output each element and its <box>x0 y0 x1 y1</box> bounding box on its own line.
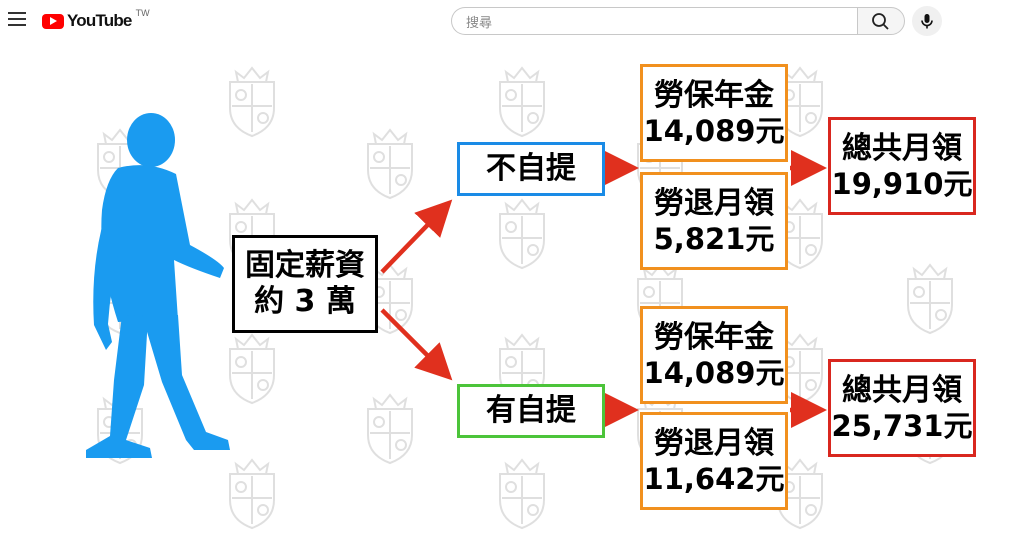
youtube-logo[interactable]: YouTube TW <box>42 8 150 34</box>
retirement-value: 11,642元 <box>643 461 785 496</box>
option-no-self-contribution: 不自提 <box>457 142 605 196</box>
voice-search-button[interactable] <box>912 6 942 36</box>
pension-box: 勞保年金 14,089元 <box>640 64 788 162</box>
search-box <box>451 7 857 36</box>
watermark-crest-icon <box>222 62 282 140</box>
video-frame[interactable]: 固定薪資 約 3 萬 不自提 勞保年金 14,089元 勞退月領 5,821元 … <box>0 44 1024 530</box>
pension-box: 勞保年金 14,089元 <box>640 306 788 404</box>
masthead: YouTube TW <box>0 0 1024 44</box>
option-label: 不自提 <box>486 151 576 186</box>
youtube-logo-icon <box>42 13 64 29</box>
total-box: 總共月領 19,910元 <box>828 117 976 215</box>
salary-box: 固定薪資 約 3 萬 <box>232 235 378 333</box>
search-input[interactable] <box>464 8 848 36</box>
search-icon <box>872 13 889 30</box>
flow-arrows <box>380 150 827 428</box>
walking-person-icon <box>86 113 230 458</box>
arrow-to-option-1 <box>380 199 453 274</box>
salary-amount: 約 3 萬 <box>254 284 356 319</box>
pension-label: 勞保年金 <box>654 319 774 355</box>
pension-label: 勞保年金 <box>654 77 774 113</box>
option-self-contribution: 有自提 <box>457 384 605 438</box>
watermark-crest-icon <box>222 329 282 407</box>
watermark-crest-icon <box>360 124 420 202</box>
retirement-label: 勞退月領 <box>654 425 774 461</box>
search-button[interactable] <box>857 7 905 35</box>
watermark-crest-icon <box>492 194 552 272</box>
retirement-value: 5,821元 <box>653 221 775 256</box>
salary-label: 固定薪資 <box>245 248 365 283</box>
total-box: 總共月領 25,731元 <box>828 359 976 457</box>
region-code: TW <box>135 8 150 18</box>
total-value: 25,731元 <box>831 408 973 443</box>
retirement-label: 勞退月領 <box>654 185 774 221</box>
total-label: 總共月領 <box>842 130 962 166</box>
microphone-icon <box>921 14 933 29</box>
watermark-crest-icon <box>222 454 282 532</box>
arrow-to-option-2 <box>380 308 453 381</box>
menu-icon[interactable] <box>8 12 26 28</box>
retirement-box: 勞退月領 5,821元 <box>640 172 788 270</box>
pension-value: 14,089元 <box>643 113 785 148</box>
total-value: 19,910元 <box>831 166 973 201</box>
watermark-crest-icon <box>492 62 552 140</box>
watermark-crest-icon <box>360 389 420 467</box>
total-label: 總共月領 <box>842 372 962 408</box>
watermark-crest-icon <box>900 259 960 337</box>
brand-text: YouTube <box>67 11 132 30</box>
option-label: 有自提 <box>486 393 576 428</box>
retirement-box: 勞退月領 11,642元 <box>640 412 788 510</box>
pension-value: 14,089元 <box>643 355 785 390</box>
